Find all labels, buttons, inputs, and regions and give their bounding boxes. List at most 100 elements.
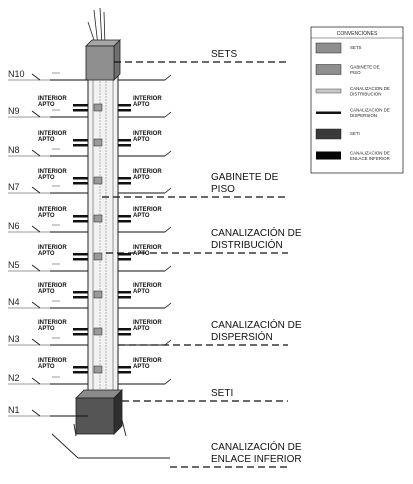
dispersion-bar bbox=[73, 109, 88, 112]
gabinete-piso-box bbox=[93, 176, 103, 185]
dispersion-bar bbox=[118, 333, 131, 336]
interior-apto-right-line2: APTO bbox=[133, 289, 150, 295]
level-label-n8: N8 bbox=[8, 145, 20, 155]
floor-slab-n1 bbox=[8, 409, 88, 417]
dispersion-bar bbox=[118, 182, 131, 185]
level-label-n7: N7 bbox=[8, 182, 20, 192]
floor-slabs bbox=[8, 72, 172, 417]
interior-apto-left-line2: APTO bbox=[38, 289, 55, 295]
interior-apto-right-line2: APTO bbox=[133, 102, 150, 108]
dispersion-bar bbox=[73, 253, 88, 256]
dispersion-bar bbox=[73, 366, 88, 369]
interior-apto-labels: INTERIORAPTOINTERIORAPTOINTERIORAPTOINTE… bbox=[38, 96, 162, 374]
dispersion-bar bbox=[118, 177, 131, 180]
dispersion-bar bbox=[73, 328, 88, 331]
dispersion-bar bbox=[73, 104, 88, 107]
dispersion-bar bbox=[73, 258, 88, 261]
legend-item-label: DISTRIBUCION bbox=[350, 92, 381, 97]
legend-item-label: CANALIZACION DE bbox=[350, 86, 390, 91]
interior-apto-right-line2: APTO bbox=[133, 213, 150, 219]
dispersion-bar bbox=[73, 296, 88, 299]
dispersion-bar bbox=[73, 333, 88, 336]
ground-slab bbox=[51, 419, 170, 459]
callout-enlace-line1: CANALIZACIÓN DE bbox=[211, 440, 302, 453]
interior-apto-right-line1: INTERIOR bbox=[133, 131, 162, 137]
dispersion-bar bbox=[118, 366, 131, 369]
dispersion-bar bbox=[73, 371, 88, 374]
dispersion-bar bbox=[73, 215, 88, 218]
dispersion-bar bbox=[73, 291, 88, 294]
callout-sets: SETS bbox=[114, 49, 288, 63]
level-label-n4: N4 bbox=[8, 297, 20, 307]
interior-apto-left-line1: INTERIOR bbox=[38, 245, 67, 251]
floor-slab-n8 bbox=[8, 148, 172, 157]
interior-apto-left-line2: APTO bbox=[38, 137, 55, 143]
dispersion-bar bbox=[118, 328, 131, 331]
interior-apto-right-line1: INTERIOR bbox=[133, 245, 162, 251]
dispersion-bar bbox=[73, 220, 88, 223]
interior-apto-right-line1: INTERIOR bbox=[133, 169, 162, 175]
level-label-n6: N6 bbox=[8, 221, 20, 231]
callout-gabinete-line1: GABINETE DE bbox=[211, 172, 279, 183]
legend-item-label: SETS bbox=[350, 45, 362, 50]
legend-symbol-hatched-bar bbox=[315, 88, 342, 94]
legend-title: CONVENCIONES bbox=[337, 31, 378, 37]
gabinete-piso-box bbox=[93, 214, 103, 223]
interior-apto-left-line1: INTERIOR bbox=[38, 207, 67, 213]
callout-distribucion-line2: DISTRIBUCIÓN bbox=[211, 238, 283, 251]
legend-symbol-thick-line bbox=[316, 111, 341, 114]
callout-gabinete-line2: PISO bbox=[211, 184, 235, 195]
interior-apto-right-line1: INTERIOR bbox=[133, 283, 162, 289]
interior-apto-left-line2: APTO bbox=[38, 251, 55, 257]
callout-seti: SETI bbox=[122, 388, 288, 402]
level-label-n2: N2 bbox=[8, 373, 20, 383]
legend-symbol-gray-box bbox=[315, 42, 342, 54]
interior-apto-right-line2: APTO bbox=[133, 326, 150, 332]
callout-enlace-line2: ENLACE INFERIOR bbox=[211, 454, 302, 465]
floor-slab-n5 bbox=[8, 263, 172, 272]
dispersion-bar bbox=[118, 215, 131, 218]
legend-item-label: CANALIZACION DE bbox=[350, 151, 390, 156]
legend-item-label: GABINETE DE bbox=[350, 65, 380, 70]
legend-item-label: SETI bbox=[350, 131, 360, 136]
interior-apto-left-line1: INTERIOR bbox=[38, 283, 67, 289]
callout-distribucion-line1: CANALIZACIÓN DE bbox=[211, 226, 302, 239]
dispersion-bar bbox=[118, 104, 131, 107]
interior-apto-right-line1: INTERIOR bbox=[133, 207, 162, 213]
floor-slab-n7 bbox=[8, 185, 172, 194]
legend-symbol-black-bar bbox=[316, 151, 341, 160]
legend-symbol-gray-box bbox=[315, 64, 342, 75]
dispersion-bar bbox=[118, 296, 131, 299]
gabinete-piso-box bbox=[93, 103, 103, 112]
callout-sets-line1: SETS bbox=[211, 49, 237, 60]
dispersion-bar bbox=[118, 258, 131, 261]
floor-slab-n2 bbox=[8, 376, 172, 385]
legend-item-label: ENLACE INFERIOR bbox=[350, 156, 390, 161]
gabinete-piso-box bbox=[93, 290, 103, 299]
legend-item: SETI bbox=[315, 128, 360, 140]
level-label-n3: N3 bbox=[8, 334, 20, 344]
dispersion-bar bbox=[73, 182, 88, 185]
interior-apto-right-line2: APTO bbox=[133, 364, 150, 370]
legend-item-label: CANALIZACION DE bbox=[350, 108, 390, 113]
gabinete-piso-box bbox=[93, 327, 103, 336]
gabinete-piso-box bbox=[93, 252, 103, 261]
interior-apto-left-line2: APTO bbox=[38, 213, 55, 219]
interior-apto-right-line1: INTERIOR bbox=[133, 96, 162, 102]
interior-apto-right-line1: INTERIOR bbox=[133, 358, 162, 364]
legend-item-label: DISPERSION bbox=[350, 113, 377, 118]
interior-apto-left-line2: APTO bbox=[38, 364, 55, 370]
